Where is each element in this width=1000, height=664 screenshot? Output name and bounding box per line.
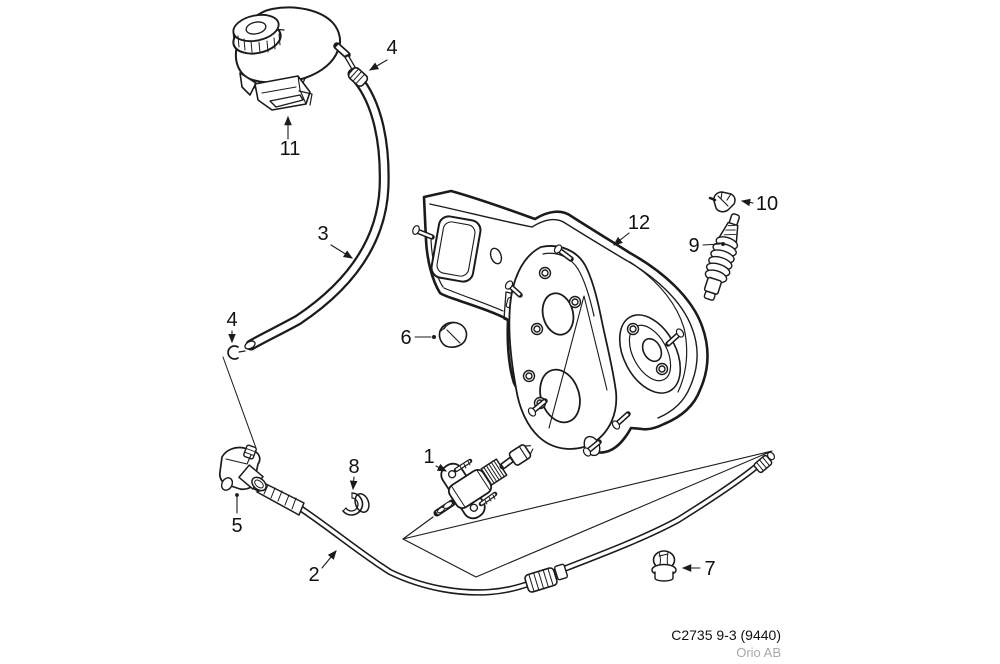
leader-12	[613, 232, 630, 246]
cap-knurl	[232, 30, 281, 54]
callout-6: 6	[400, 327, 411, 349]
cable-adjuster-nut	[553, 563, 569, 581]
publisher-name: Orio AB	[736, 645, 781, 660]
elbow-connector	[218, 444, 267, 492]
cable-end-fitting	[753, 451, 776, 474]
fluid-hose	[244, 68, 390, 351]
leader-clamp-to-connector	[222, 356, 257, 449]
plate-oval-hole	[489, 247, 503, 265]
callout-12: 12	[628, 212, 650, 234]
plate-studs	[504, 244, 685, 457]
leader-1	[435, 463, 447, 472]
bulkhead-plate	[412, 189, 709, 457]
callout-8: 8	[348, 456, 359, 478]
cable-adjuster	[524, 567, 558, 593]
cable-clip-bushing	[342, 492, 370, 516]
leader-10	[740, 198, 754, 207]
leader-8	[349, 476, 358, 491]
fluid-reservoir	[232, 6, 358, 111]
leader-9	[702, 243, 721, 246]
callout-5: 5	[231, 515, 242, 537]
mounting-plane-outline	[402, 450, 773, 578]
callout-9: 9	[688, 235, 699, 257]
hose-clamp-bottom	[227, 345, 246, 360]
blind-plug	[651, 550, 677, 582]
clutch-cable	[252, 451, 776, 596]
plate-stud-left	[412, 225, 435, 240]
leader-4a	[369, 59, 388, 71]
callout-1: 1	[423, 446, 434, 468]
leader-2	[321, 550, 337, 569]
callout-10: 10	[756, 193, 778, 215]
callout-4b: 4	[226, 309, 237, 331]
leader-3	[330, 244, 353, 259]
cylinder-studs	[453, 458, 498, 507]
callout-leaders	[228, 59, 754, 572]
retainer-clip	[708, 191, 736, 213]
callout-7: 7	[704, 558, 715, 580]
master-cylinder	[433, 444, 534, 520]
callout-4a: 4	[386, 37, 397, 59]
grommet-clip	[438, 321, 468, 348]
diagram-code: C2735 9-3 (9440)	[671, 627, 781, 643]
callout-11: 11	[280, 138, 301, 160]
plate-rect-hole	[430, 215, 482, 283]
cylinder-fork-end	[508, 444, 534, 466]
rubber-boot	[703, 213, 740, 301]
hose-clamp-top	[347, 66, 369, 88]
callout-2: 2	[308, 564, 319, 586]
callout-3: 3	[317, 223, 328, 245]
